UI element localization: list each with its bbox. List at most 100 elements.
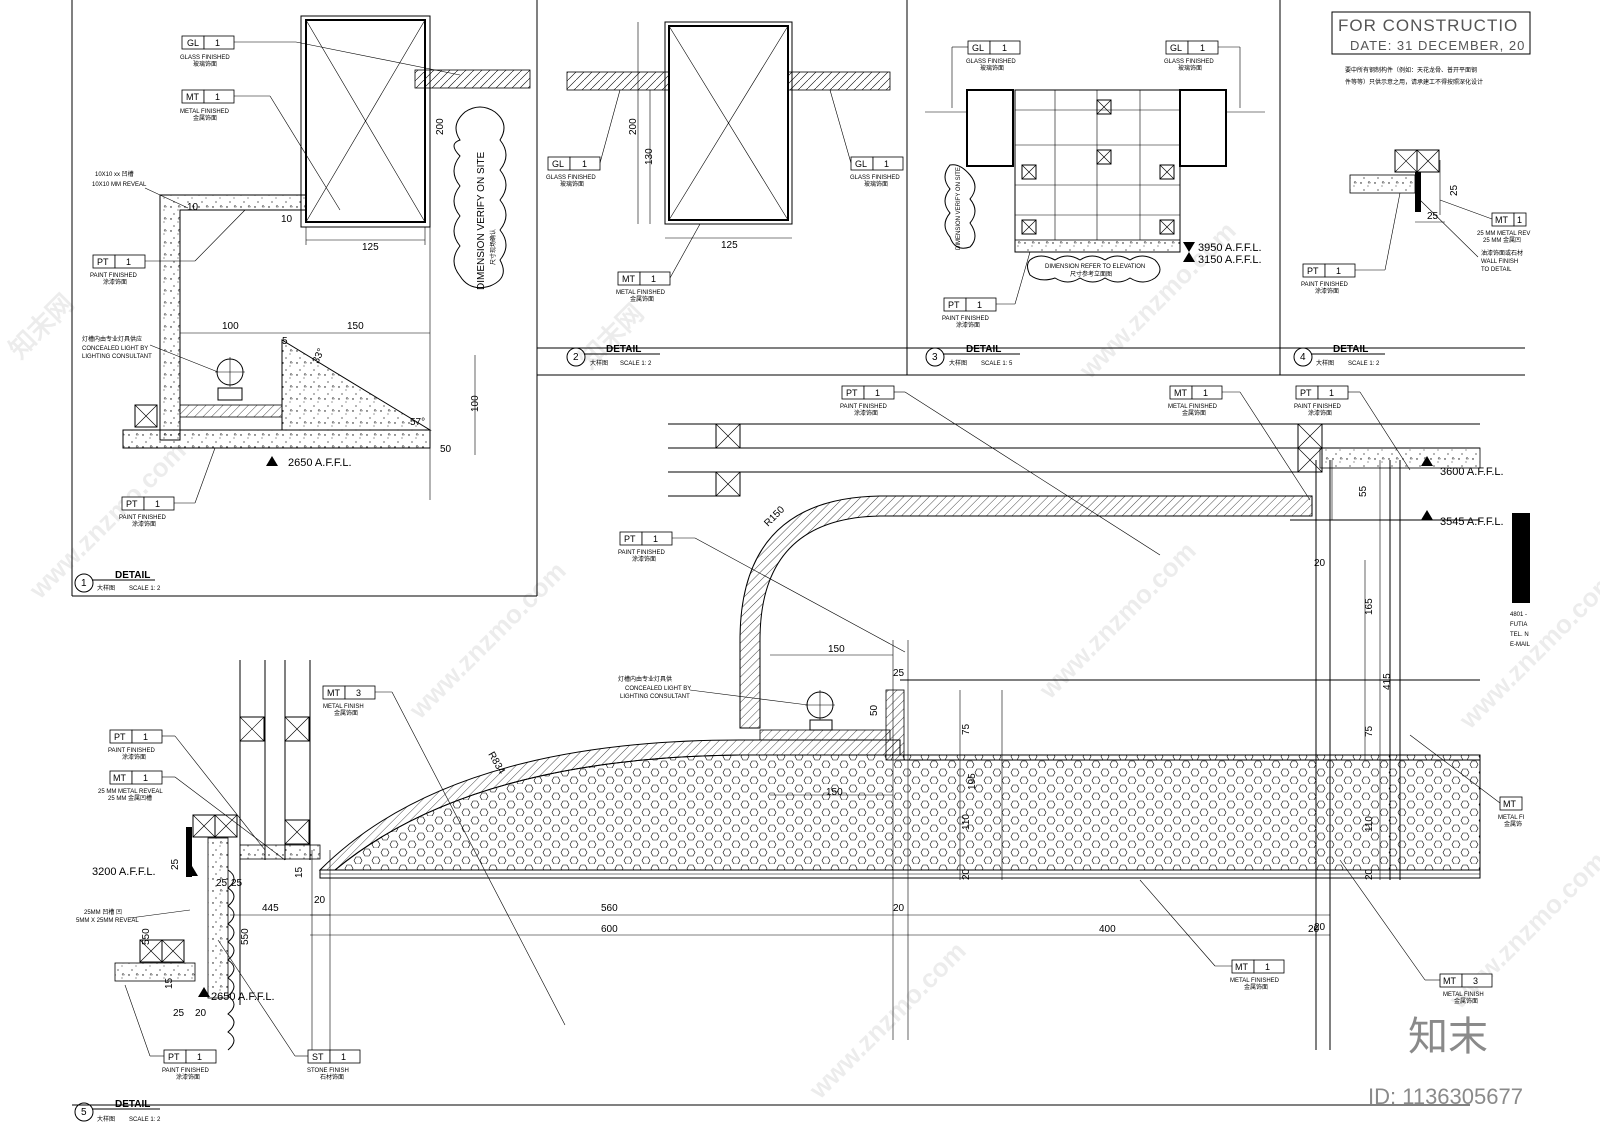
watermark-cn: 知末网 xyxy=(3,288,79,364)
dim-label: 50 xyxy=(869,704,880,716)
svg-text:1: 1 xyxy=(1200,43,1205,53)
svg-text:METAL FINISH: METAL FINISH xyxy=(323,704,364,710)
tag-paint-finished: PT 1 PAINT FINISHED 涂漆饰面 xyxy=(119,447,216,528)
tag-metal-finished: MT 1 METAL FINISHED 金属饰面 xyxy=(1168,385,1311,501)
dim-label: 20 xyxy=(893,903,905,914)
dim-label: 20 xyxy=(1314,922,1326,933)
level-marker: 3150 A.F.F.L. xyxy=(1198,254,1262,266)
svg-text:1: 1 xyxy=(126,257,131,267)
tag-metal-reveal: MT 1 25 MM METAL REVEAL 25 MM 金属凹槽 xyxy=(98,770,286,861)
detail-title-1: 1 DETAIL 大样图 SCALE 1: 2 xyxy=(74,570,161,593)
svg-text:MT: MT xyxy=(186,92,199,102)
dim-label: 25 xyxy=(1449,184,1460,196)
svg-text:METAL FINISH: METAL FINISH xyxy=(1443,992,1484,998)
svg-text:MT: MT xyxy=(1503,799,1516,809)
refer-note-cn: 尺寸参考立面图 xyxy=(1070,270,1112,278)
dim-label: 445 xyxy=(262,903,279,914)
note: 油漆饰面或石材 xyxy=(1481,249,1523,257)
dim-label: 20 xyxy=(195,1008,207,1019)
svg-text:PT: PT xyxy=(126,499,138,509)
tag-glass-finished: GL 1 GLASS FINISHED 玻璃饰面 xyxy=(1164,40,1241,108)
svg-text:涂漆饰面: 涂漆饰面 xyxy=(176,1073,200,1081)
dim-label: 195 xyxy=(967,773,978,790)
tag-paint-finished: PT 1 PAINT FINISHED 涂漆饰面 xyxy=(618,531,906,653)
dim-label: 10 xyxy=(187,202,199,213)
timber-blocks xyxy=(139,423,1323,963)
tag-stone-finish: ST 1 STONE FINISH 石材饰面 xyxy=(217,939,361,1081)
dim-label: 560 xyxy=(601,903,618,914)
level-marker: 3200 A.F.F.L. xyxy=(92,866,156,878)
svg-text:玻璃饰面: 玻璃饰面 xyxy=(864,180,888,188)
svg-text:PAINT FINISHED: PAINT FINISHED xyxy=(1294,404,1341,410)
dim-label: 600 xyxy=(601,924,618,935)
detail-5: R150 R834 150 150 25 50 75 195 110 20 55… xyxy=(74,385,1531,1123)
verify-cloud xyxy=(453,106,507,289)
svg-text:SCALE 1: 2: SCALE 1: 2 xyxy=(129,1117,161,1123)
dim-label: 550 xyxy=(141,928,152,945)
svg-text:PT: PT xyxy=(624,534,636,544)
dim-label: 25 xyxy=(231,878,243,889)
svg-text:1: 1 xyxy=(215,92,220,102)
dim-label: 33° xyxy=(311,347,327,365)
dim-label: 25 xyxy=(1427,211,1439,222)
svg-text:玻璃饰面: 玻璃饰面 xyxy=(980,64,1004,72)
svg-text:1: 1 xyxy=(1002,43,1007,53)
refer-note: DIMENSION REFER TO ELEVATION xyxy=(1045,264,1145,270)
svg-text:涂漆饰面: 涂漆饰面 xyxy=(854,409,878,417)
glass-box xyxy=(305,19,426,223)
svg-text:1: 1 xyxy=(197,1052,202,1062)
tag-paint-finished: PT 1 PAINT FINISHED 涂漆饰面 xyxy=(124,984,217,1081)
dim-label: 100 xyxy=(470,395,481,412)
company-text: E-MAIL xyxy=(1510,642,1531,648)
detail-title-3: 3 DETAIL 大样图 SCALE 1: 5 xyxy=(925,344,1020,367)
dim-label: 10 xyxy=(281,214,293,225)
svg-text:涂漆饰面: 涂漆饰面 xyxy=(956,321,980,329)
svg-text:DETAIL: DETAIL xyxy=(115,570,150,581)
dim-label: 125 xyxy=(721,240,738,251)
svg-text:METAL FINISHED: METAL FINISHED xyxy=(1230,978,1280,984)
glass-box-right xyxy=(1179,89,1227,167)
stamp-line-2: DATE: 31 DECEMBER, 20 xyxy=(1350,38,1525,53)
svg-text:大样图: 大样图 xyxy=(590,359,608,367)
title-block-bar xyxy=(1512,513,1530,603)
dim-label: 150 xyxy=(828,644,845,655)
detail-title-4: 4 DETAIL 大样图 SCALE 1: 2 xyxy=(1293,344,1385,367)
svg-text:涂漆饰面: 涂漆饰面 xyxy=(632,555,656,563)
svg-text:MT: MT xyxy=(113,773,126,783)
company-text: FUTIA xyxy=(1510,622,1527,628)
svg-text:大样图: 大样图 xyxy=(97,1115,115,1123)
svg-text:玻璃饰面: 玻璃饰面 xyxy=(193,60,217,68)
tag-metal-finish: MT 3 METAL FINISH 金属饰面 xyxy=(1339,859,1493,1005)
svg-text:ST: ST xyxy=(312,1052,324,1062)
dim-label: 75 xyxy=(1364,725,1375,737)
svg-text:5: 5 xyxy=(81,1107,87,1118)
tag-metal-finished: MT 1 METAL FINISHED 金属饰面 xyxy=(1139,879,1285,991)
svg-text:1: 1 xyxy=(215,38,220,48)
dim-label: 550 xyxy=(240,928,251,945)
dim-label: 5 xyxy=(282,336,288,347)
svg-text:GL: GL xyxy=(972,43,984,53)
svg-text:DETAIL: DETAIL xyxy=(1333,344,1368,355)
dim-label: 15 xyxy=(294,866,305,878)
note: 25MM 凹槽 凹 xyxy=(84,908,122,916)
note: 灯槽内由专业灯具供应 xyxy=(82,335,142,343)
svg-text:PT: PT xyxy=(168,1052,180,1062)
svg-text:MT: MT xyxy=(1495,215,1508,225)
svg-text:GLASS FINISHED: GLASS FINISHED xyxy=(180,55,230,61)
verify-note-cn: 尺寸现场确认 xyxy=(489,229,497,265)
level-marker: 3950 A.F.F.L. xyxy=(1198,242,1262,254)
svg-text:金属饰面: 金属饰面 xyxy=(193,114,217,122)
dim-label: 20 xyxy=(961,868,972,880)
svg-text:METAL FINISHED: METAL FINISHED xyxy=(616,290,666,296)
svg-text:GL: GL xyxy=(855,159,867,169)
dim-label: 415 xyxy=(1382,673,1393,690)
note: TO DETAIL xyxy=(1481,267,1512,273)
svg-text:1: 1 xyxy=(1203,388,1208,398)
svg-text:3: 3 xyxy=(932,352,938,363)
svg-text:1: 1 xyxy=(341,1052,346,1062)
svg-text:25 MM 金属凹槽: 25 MM 金属凹槽 xyxy=(108,794,152,802)
tag-glass-finished: GL 1 GLASS FINISHED 玻璃饰面 xyxy=(180,35,461,76)
dim-label: 125 xyxy=(362,242,379,253)
curved-ceiling-shell xyxy=(739,495,1313,729)
svg-text:DETAIL: DETAIL xyxy=(115,1099,150,1110)
